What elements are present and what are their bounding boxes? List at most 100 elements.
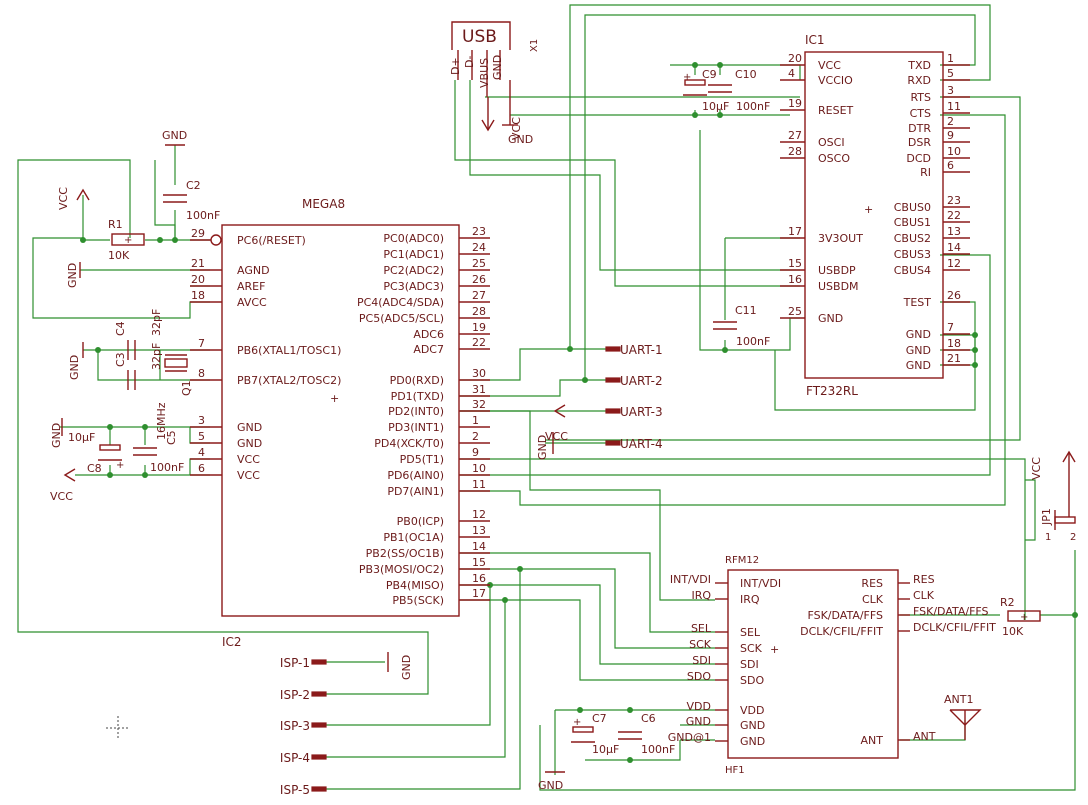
rfm-net-label: SEL: [691, 622, 712, 635]
svg-text:+: +: [124, 235, 132, 246]
vcc-symbol-upper: VCC: [57, 187, 90, 210]
capacitor-c10: C10 100nF: [708, 68, 770, 113]
ic1-pin-name: GND: [906, 359, 931, 372]
ic2-pin-num: 9: [472, 446, 479, 459]
ic1-pin-num: 27: [788, 129, 802, 142]
ic2-pin-num: 31: [472, 383, 486, 396]
ic2-pin-num: 2: [472, 430, 479, 443]
svg-text:100nF: 100nF: [150, 461, 184, 474]
capacitor-c5: C5 100nF: [133, 430, 184, 474]
rfm-net-label: SCK: [689, 638, 712, 651]
rfm-net-label: ANT: [913, 730, 936, 743]
ic2-pin-num: 22: [472, 336, 486, 349]
ic1-pin-num: 4: [788, 67, 795, 80]
ic2-pin-num: 24: [472, 241, 486, 254]
ic2-pin-name: PD0(RXD): [390, 374, 444, 387]
ic1-pin-num: 26: [947, 289, 961, 302]
ic1-pin-num: 25: [788, 305, 802, 318]
svg-text:Q1: Q1: [180, 380, 193, 396]
svg-text:VCC: VCC: [545, 430, 568, 443]
ic2-pin-num: 6: [198, 462, 205, 475]
uart-label: UART-2: [620, 374, 663, 388]
ic1-pin-num: 18: [947, 337, 961, 350]
ic2-pin-name: PB0(ICP): [397, 515, 444, 528]
ic2-pin-num: 12: [472, 508, 486, 521]
ic2-pin-num: 17: [472, 587, 486, 600]
ic2-pin-name: ADC6: [413, 328, 444, 341]
ic2-pin-num: 26: [472, 273, 486, 286]
capacitor-c9: + C9 10µF: [683, 68, 729, 113]
ic2-pin-name: PD3(INT1): [388, 421, 444, 434]
ic1-pin-name: OSCO: [818, 152, 850, 165]
rfm-pin-name: SDO: [740, 674, 764, 687]
ic2-pin-num: 3: [198, 414, 205, 427]
svg-text:10µF: 10µF: [68, 431, 95, 444]
ic2-pin-num: 10: [472, 462, 486, 475]
ic1-pin-num: 16: [788, 273, 802, 286]
ic2-pin-name: AGND: [237, 264, 270, 277]
ic1-pin-name: CTS: [910, 107, 931, 120]
ic1-pin-num: 11: [947, 100, 961, 113]
ic2-pin-name: PB5(SCK): [392, 594, 444, 607]
svg-text:VCC: VCC: [57, 187, 70, 210]
ic2-pin-name: AVCC: [237, 296, 267, 309]
svg-text:C3: C3: [114, 352, 127, 367]
ic1-pin-num: 20: [788, 52, 802, 65]
ic1-pin-name: USBDP: [818, 264, 856, 277]
svg-text:VBUS: VBUS: [478, 58, 491, 88]
ic1-pin-name: RESET: [818, 104, 854, 117]
ic1-pin-name: CBUS3: [894, 248, 931, 261]
ic2-pin-num: 7: [198, 337, 205, 350]
ic1-pin-num: 6: [947, 159, 954, 172]
ic1-pin-num: 10: [947, 145, 961, 158]
ic2-pin-name: GND: [237, 437, 262, 450]
ic1-pin-name: GND: [906, 328, 931, 341]
ic1-pin-num: 19: [788, 97, 802, 110]
isp-label: ISP-4: [280, 751, 310, 765]
ic2-pin-name: PB4(MISO): [386, 579, 444, 592]
svg-text:GND: GND: [66, 263, 79, 288]
ic2-pin-name: PB3(MOSI/OC2): [359, 563, 444, 576]
ic2-pin-name: PD7(AIN1): [387, 485, 444, 498]
capacitor-c4: C4 32pF: [114, 309, 163, 360]
ic1-left-pins: 20VCC4VCCIO19RESET27OSCI28OSCO173V3OUT15…: [780, 52, 863, 325]
uart-label: UART-4: [620, 437, 663, 451]
svg-text:32pF: 32pF: [150, 309, 163, 336]
ic1-pin-num: 2: [947, 115, 954, 128]
ic2-pin-name: PC2(ADC2): [383, 264, 444, 277]
rfm-pin-name: SCK: [740, 642, 763, 655]
ic1-pin-name: RTS: [910, 91, 931, 104]
ic2-pin-name: PB1(OC1A): [383, 531, 444, 544]
ic2-pin-num: 30: [472, 367, 486, 380]
ic1-pin-num: 7: [947, 321, 954, 334]
ic2-pin-name: ADC7: [413, 343, 444, 356]
svg-text:GND: GND: [162, 129, 187, 142]
svg-text:ANT1: ANT1: [944, 693, 973, 706]
svg-text:+: +: [683, 72, 691, 83]
usb-label: USB: [462, 27, 497, 47]
rfm-net-label: INT/VDI: [670, 573, 711, 586]
ic2-pin-num: 8: [198, 367, 205, 380]
ic2-pin-name: PB7(XTAL2/TOSC2): [237, 374, 341, 387]
capacitor-c2: GND C2 100nF: [162, 129, 220, 222]
crosshair-cursor-icon: [106, 716, 130, 740]
svg-text:JP1: JP1: [1040, 508, 1053, 526]
svg-text:C10: C10: [735, 68, 757, 81]
ic1-pin-num: 9: [947, 129, 954, 142]
ic2-pin-num: 29: [191, 227, 205, 240]
rfm-ref-label: RFM12: [725, 555, 759, 566]
svg-text:+: +: [573, 717, 581, 728]
ic2-left-pins: 29PC6(/RESET)21AGND20AREF18AVCC7PB6(XTAL…: [190, 227, 341, 482]
ic1-pin-num: 28: [788, 145, 802, 158]
ic1-pin-num: 21: [947, 352, 961, 365]
ic2-pin-num: 19: [472, 321, 486, 334]
rfm-net-label: DCLK/CFIL/FFIT: [913, 621, 996, 634]
rfm-pin-name: CLK: [862, 593, 884, 606]
ic1-pin-num: 23: [947, 194, 961, 207]
usb-connector: USB X1 D+ D- VBUS GND VCC GND: [449, 21, 540, 146]
svg-text:C8: C8: [87, 462, 102, 475]
svg-text:+: +: [864, 203, 873, 216]
rfm12-module: RFM12 HF1 INT/VDIINT/VDIIRQIRQSELSELSCKS…: [668, 555, 996, 776]
ic1-pin-name: DTR: [908, 122, 931, 135]
rfm-net-label: VDD: [687, 700, 711, 713]
